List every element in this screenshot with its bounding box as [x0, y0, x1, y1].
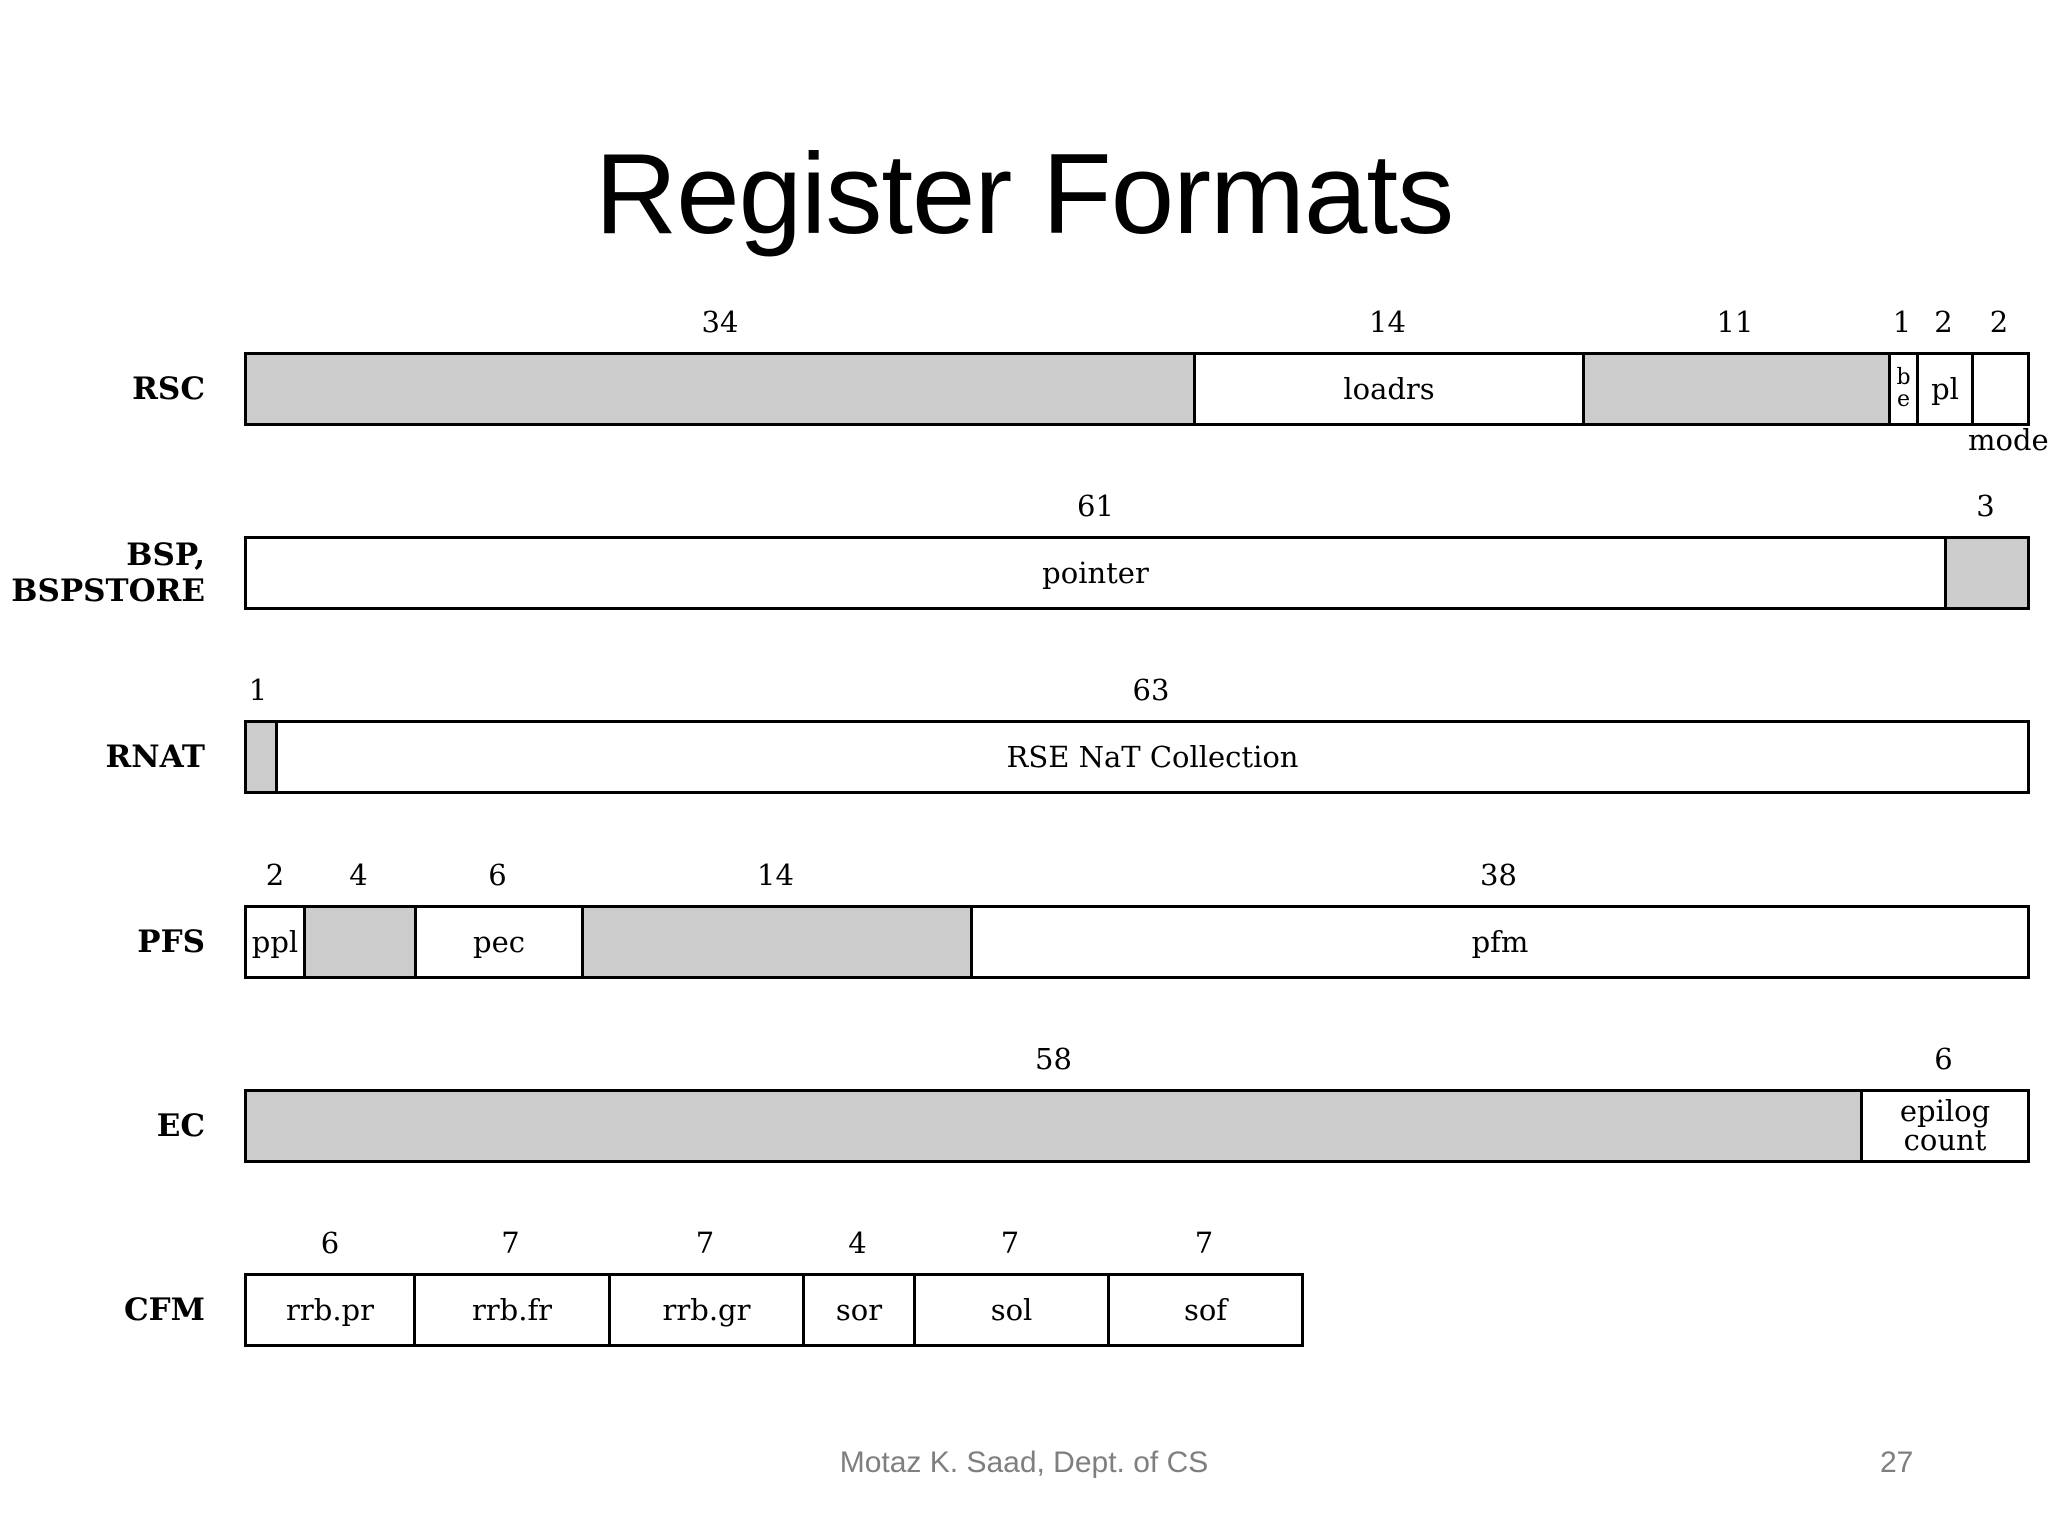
field-name-ec-1: epilog count	[1899, 1094, 1991, 1157]
field-ec-1: epilog count	[1860, 1092, 2027, 1160]
bit-width-pfs-1: 4	[349, 858, 368, 892]
bit-width-cfm-1: 7	[501, 1226, 520, 1260]
field-cfm-2: rrb.gr	[608, 1276, 802, 1344]
bit-width-pfs-3: 14	[757, 858, 794, 892]
register-bar-pfs: ppl pec pfm	[244, 905, 2030, 979]
field-rsc-3: be	[1888, 355, 1916, 423]
field-rsc-5	[1971, 355, 2027, 423]
field-name-cfm-4: sol	[990, 1292, 1033, 1327]
field-rsc-4: pl	[1916, 355, 1971, 423]
field-rsc-2	[1582, 355, 1888, 423]
register-label-rsc: RSC	[132, 371, 205, 407]
field-ec-0	[247, 1092, 1860, 1160]
bit-width-cfm-4: 7	[1000, 1226, 1020, 1260]
field-cfm-1: rrb.fr	[413, 1276, 608, 1344]
bit-width-bsp-1: 3	[1976, 489, 1995, 523]
register-bar-ec: epilog count	[244, 1089, 2030, 1163]
field-name-pfs-2: pec	[473, 924, 525, 959]
bit-width-cfm-0: 6	[320, 1226, 340, 1260]
register-bar-cfm: rrb.pr rrb.fr rrb.gr sor sol sof	[244, 1273, 1304, 1347]
field-name-rnat-1: RSE NaT Collection	[1006, 739, 1299, 774]
field-pfs-0: ppl	[247, 908, 303, 976]
field-name-pfs-4: pfm	[1471, 924, 1529, 959]
field-name-rsc-3: be	[1896, 365, 1911, 412]
bit-width-rsc-3: 1	[1892, 305, 1912, 339]
field-bsp-1	[1944, 539, 2027, 607]
field-name-cfm-1: rrb.fr	[471, 1292, 553, 1327]
bit-width-rnat-0: 1	[248, 673, 268, 707]
bit-width-rsc-4: 2	[1934, 305, 1953, 339]
field-rnat-1: RSE NaT Collection	[275, 723, 2027, 791]
field-rnat-0	[247, 723, 275, 791]
bit-width-pfs-4: 38	[1480, 858, 1517, 892]
register-bar-rnat: RSE NaT Collection	[244, 720, 2030, 794]
field-name-cfm-5: sof	[1183, 1292, 1228, 1327]
field-name-cfm-2: rrb.gr	[662, 1292, 751, 1327]
footer-author: Motaz K. Saad, Dept. of CS	[839, 1446, 1209, 1479]
field-pfs-3	[581, 908, 970, 976]
field-pfs-4: pfm	[970, 908, 2027, 976]
bit-width-cfm-2: 7	[695, 1226, 715, 1260]
field-pfs-2: pec	[414, 908, 581, 976]
field-rsc-0	[247, 355, 1193, 423]
field-cfm-0: rrb.pr	[247, 1276, 413, 1344]
field-name-rsc-1: loadrs	[1343, 371, 1435, 406]
field-name-cfm-0: rrb.pr	[286, 1292, 374, 1327]
register-label-pfs: PFS	[137, 924, 205, 960]
bit-width-rsc-2: 11	[1716, 305, 1754, 339]
bit-width-bsp-0: 61	[1077, 489, 1114, 523]
field-name-bsp-0: pointer	[1042, 555, 1149, 590]
field-cfm-4: sol	[913, 1276, 1107, 1344]
bit-width-pfs-2: 6	[488, 858, 507, 892]
bit-width-rsc-1: 14	[1369, 305, 1406, 339]
footer-page-number: 27	[1880, 1446, 1914, 1479]
register-label-bsp: BSP,BSPSTORE	[11, 537, 205, 609]
bit-width-pfs-0: 2	[265, 858, 285, 892]
field-bsp-0: pointer	[247, 539, 1944, 607]
slide-title: Register Formats	[594, 131, 1454, 258]
field-note-rsc: mode	[1968, 423, 2048, 457]
register-bar-bsp: pointer	[244, 536, 2030, 610]
field-pfs-1	[303, 908, 414, 976]
bit-width-rsc-0: 34	[701, 305, 739, 339]
field-cfm-3: sor	[802, 1276, 913, 1344]
register-label-cfm: CFM	[124, 1292, 205, 1328]
field-rsc-1: loadrs	[1193, 355, 1582, 423]
register-label-rnat: RNAT	[105, 739, 205, 775]
field-cfm-5: sof	[1107, 1276, 1301, 1344]
bit-width-ec-0: 58	[1035, 1042, 1072, 1076]
register-label-ec: EC	[156, 1108, 205, 1144]
field-name-cfm-3: sor	[835, 1292, 883, 1327]
bit-width-ec-1: 6	[1934, 1042, 1953, 1076]
bit-width-cfm-5: 7	[1194, 1226, 1214, 1260]
bit-width-rsc-5: 2	[1989, 305, 2009, 339]
bit-width-rnat-1: 63	[1132, 673, 1170, 707]
field-name-pfs-0: ppl	[251, 924, 299, 959]
bit-width-cfm-3: 4	[848, 1226, 867, 1260]
field-name-rsc-4: pl	[1931, 371, 1959, 406]
